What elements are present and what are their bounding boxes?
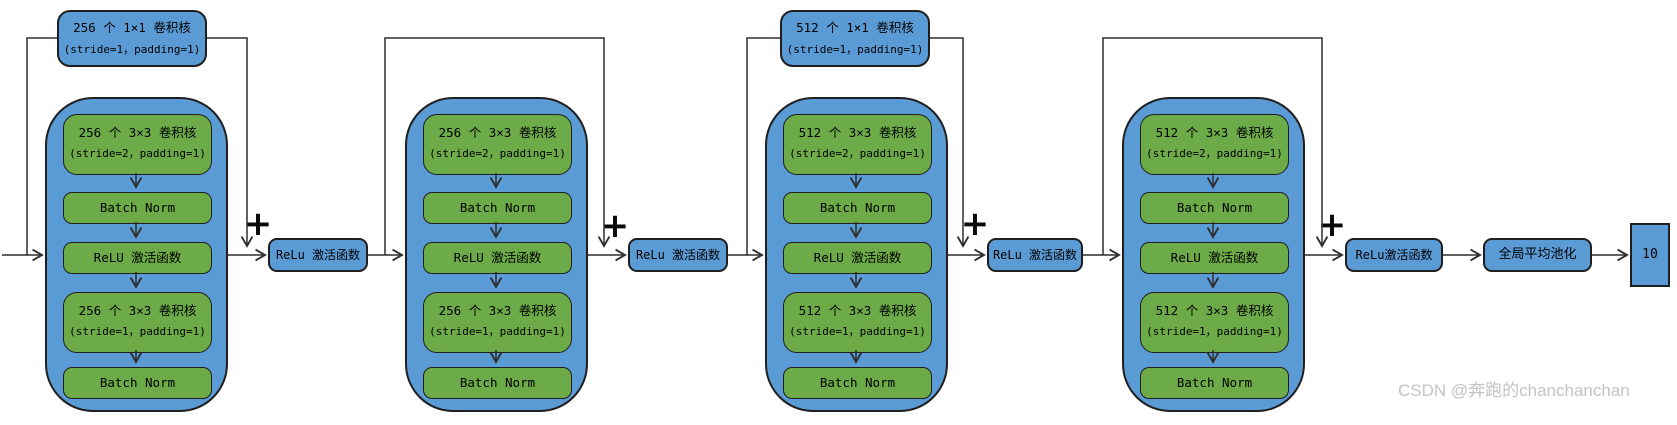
output-box: 10 (1630, 223, 1670, 287)
skip-conv-params: (stride=1，padding=1) (786, 43, 924, 56)
conv-layer-box: 512 个 3×3 卷积核 (stride=2，padding=1) (783, 114, 932, 175)
conv-params-label: (stride=1，padding=1) (1146, 325, 1283, 338)
conv-layer-box: 512 个 3×3 卷积核 (stride=1，padding=1) (783, 292, 932, 353)
conv-layer-box: 256 个 3×3 卷积核 (stride=2，padding=1) (63, 114, 212, 175)
batch-norm-box: Batch Norm (1140, 367, 1289, 399)
relu-layer-box: ReLU 激活函数 (783, 242, 932, 274)
conv-layer-box: 256 个 3×3 卷积核 (stride=1，padding=1) (423, 292, 572, 353)
add-junction-plus: + (1317, 205, 1347, 245)
conv-filters-label: 256 个 3×3 卷积核 (438, 125, 557, 140)
conv-layer-box: 256 个 3×3 卷积核 (stride=1，padding=1) (63, 292, 212, 353)
conv-layer-box: 512 个 3×3 卷积核 (stride=2，padding=1) (1140, 114, 1289, 175)
conv-params-label: (stride=2，padding=1) (69, 147, 206, 160)
conv-params-label: (stride=1，padding=1) (789, 325, 926, 338)
batch-norm-box: Batch Norm (423, 192, 572, 224)
conv-params-label: (stride=2，padding=1) (789, 147, 926, 160)
conv-filters-label: 512 个 3×3 卷积核 (1155, 303, 1274, 318)
skip-conv-box-3: 512 个 1×1 卷积核 (stride=1，padding=1) (780, 10, 930, 67)
relu-activation-box: ReLu 激活函数 (268, 238, 368, 272)
conv-filters-label: 512 个 3×3 卷积核 (798, 125, 917, 140)
conv-filters-label: 256 个 3×3 卷积核 (78, 125, 197, 140)
batch-norm-box: Batch Norm (1140, 192, 1289, 224)
skip-conv-params: (stride=1，padding=1) (63, 43, 201, 56)
relu-layer-box: ReLU 激活函数 (1140, 242, 1289, 274)
relu-activation-box: ReLu 激活函数 (628, 238, 728, 272)
conv-filters-label: 512 个 3×3 卷积核 (1155, 125, 1274, 140)
conv-layer-box: 256 个 3×3 卷积核 (stride=2，padding=1) (423, 114, 572, 175)
add-junction-plus: + (960, 204, 990, 244)
conv-params-label: (stride=1，padding=1) (69, 325, 206, 338)
batch-norm-box: Batch Norm (423, 367, 572, 399)
add-junction-plus: + (243, 204, 273, 244)
batch-norm-box: Batch Norm (63, 192, 212, 224)
watermark: CSDN @奔跑的chanchanchan (1398, 381, 1630, 400)
skip-conv-box-1: 256 个 1×1 卷积核 (stride=1，padding=1) (57, 10, 207, 67)
relu-layer-box: ReLU 激活函数 (423, 242, 572, 274)
relu-activation-box: ReLu激活函数 (1345, 238, 1443, 272)
conv-layer-box: 512 个 3×3 卷积核 (stride=1，padding=1) (1140, 292, 1289, 353)
conv-params-label: (stride=1，padding=1) (429, 325, 566, 338)
residual-block-4: 512 个 3×3 卷积核 (stride=2，padding=1) Batch… (1122, 97, 1305, 412)
conv-filters-label: 512 个 3×3 卷积核 (798, 303, 917, 318)
residual-block-3: 512 个 3×3 卷积核 (stride=2，padding=1) Batch… (765, 97, 948, 412)
skip-conv-filters: 512 个 1×1 卷积核 (796, 20, 914, 35)
residual-block-2: 256 个 3×3 卷积核 (stride=2，padding=1) Batch… (405, 97, 588, 412)
residual-block-1: 256 个 3×3 卷积核 (stride=2，padding=1) Batch… (45, 97, 228, 412)
add-junction-plus: + (600, 206, 630, 246)
batch-norm-box: Batch Norm (783, 192, 932, 224)
conv-filters-label: 256 个 3×3 卷积核 (78, 303, 197, 318)
batch-norm-box: Batch Norm (63, 367, 212, 399)
relu-layer-box: ReLU 激活函数 (63, 242, 212, 274)
global-avg-pool-box: 全局平均池化 (1483, 238, 1592, 272)
conv-params-label: (stride=2，padding=1) (429, 147, 566, 160)
relu-activation-box: ReLu 激活函数 (987, 238, 1083, 272)
skip-conv-filters: 256 个 1×1 卷积核 (73, 20, 191, 35)
conv-params-label: (stride=2，padding=1) (1146, 147, 1283, 160)
batch-norm-box: Batch Norm (783, 367, 932, 399)
conv-filters-label: 256 个 3×3 卷积核 (438, 303, 557, 318)
